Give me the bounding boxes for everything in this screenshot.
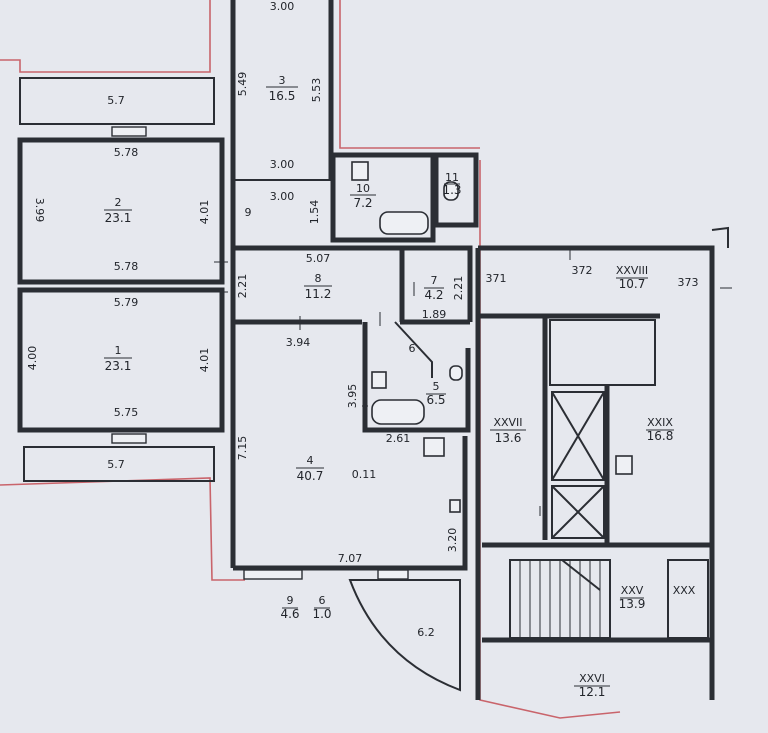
room-1-number: 1 xyxy=(115,344,122,357)
dim-r2-right: 4.01 xyxy=(198,200,211,225)
dim-mid-3-00-a: 3.00 xyxy=(270,158,295,171)
stove-icon xyxy=(423,437,445,457)
window-icon xyxy=(243,569,303,580)
dim-2-21-a: 2.21 xyxy=(236,274,249,299)
loggia xyxy=(348,579,461,692)
staircase xyxy=(509,559,709,639)
window-icon xyxy=(111,126,147,137)
common-area-walls xyxy=(475,226,729,700)
room-11-number: 11 xyxy=(445,171,459,184)
dim-2-21-b: 2.21 xyxy=(452,276,465,301)
room-2-number: 2 xyxy=(115,196,122,209)
room-labels: 3 16.5 10 7.2 11 1.3 2 23.1 1 23.1 8 11.… xyxy=(105,74,696,699)
room-xxv-area: 13.9 xyxy=(619,597,646,611)
room-xxix-area: 16.8 xyxy=(647,429,674,443)
fraction-bars xyxy=(104,86,674,687)
bathtub-icon xyxy=(371,399,425,425)
dim-r4-right: 3.20 xyxy=(446,528,459,553)
room-3-area: 16.5 xyxy=(269,89,296,103)
dim-r4-top: 3.94 xyxy=(286,336,311,349)
window-icon xyxy=(377,569,409,580)
dim-balcony-6-2: 6.2 xyxy=(417,626,435,639)
dim-r5-bottom: 2.61 xyxy=(386,432,411,445)
dim-right-5-53: 5.53 xyxy=(310,78,323,103)
room-1-walls xyxy=(17,287,225,444)
room-10-number: 10 xyxy=(356,182,370,195)
dim-r1-bottom: 5.75 xyxy=(114,406,139,419)
hall-walls xyxy=(230,245,473,568)
dim-r8-top: 5.07 xyxy=(306,252,331,265)
sink-icon xyxy=(371,371,387,389)
room-xxvii-area: 13.6 xyxy=(495,431,522,445)
dim-r4-left: 7.15 xyxy=(236,436,249,461)
room-xxvi-number: XXVI xyxy=(579,672,605,685)
balcony-9-area: 4.6 xyxy=(280,607,299,621)
top-balcony xyxy=(19,77,215,125)
room-2-walls xyxy=(17,126,225,285)
dim-r5-left: 3.95 xyxy=(346,384,359,409)
room-7-number: 7 xyxy=(431,274,438,287)
sink-icon xyxy=(351,161,369,181)
bottom-balcony xyxy=(23,446,215,482)
dim-r2-bottom: 5.78 xyxy=(114,260,139,273)
dim-r4-mid: 0.11 xyxy=(352,468,377,481)
toilet-icon xyxy=(443,181,459,201)
dimension-ticks xyxy=(214,248,732,516)
toilet-icon xyxy=(449,365,463,381)
code-372: 372 xyxy=(572,264,593,277)
balcony-6-area: 1.0 xyxy=(312,607,331,621)
bath-block-walls xyxy=(330,152,479,243)
bathtub-icon xyxy=(379,211,429,235)
balcony-9-number: 9 xyxy=(287,594,294,607)
code-371: 371 xyxy=(486,272,507,285)
room-xxvii-number: XXVII xyxy=(493,416,522,429)
room-xxviii-number: XXVIII xyxy=(616,264,648,277)
dim-small-9: 9 xyxy=(245,206,252,219)
dim-bottom-5-7: 5.7 xyxy=(107,458,125,471)
code-373: 373 xyxy=(678,276,699,289)
room-8-number: 8 xyxy=(315,272,322,285)
room-xxx-number: XXX xyxy=(673,584,696,597)
sink-icon xyxy=(449,499,461,513)
dim-r1-right: 4.01 xyxy=(198,348,211,373)
room-1-area: 23.1 xyxy=(105,359,132,373)
room-4-number: 4 xyxy=(307,454,314,467)
balcony-6-number: 6 xyxy=(319,594,326,607)
dim-r2-left: 3.99 xyxy=(33,198,46,223)
dim-r2-top: 5.78 xyxy=(114,146,139,159)
room-4-area: 40.7 xyxy=(297,469,324,483)
room-xxvi-area: 12.1 xyxy=(579,685,606,699)
room-xxv-number: XXV xyxy=(621,584,644,597)
room-8-area: 11.2 xyxy=(305,287,332,301)
dim-mid-3-00-b: 3.00 xyxy=(270,190,295,203)
room-2-area: 23.1 xyxy=(105,211,132,225)
dim-r1-top: 5.79 xyxy=(114,296,139,309)
dim-top-3-00: 3.00 xyxy=(270,0,295,13)
room-5-number: 5 xyxy=(433,380,440,393)
dim-left-5-49: 5.49 xyxy=(236,72,249,97)
dim-r4-bottom: 7.07 xyxy=(338,552,363,565)
bath-5-walls xyxy=(362,321,471,433)
room-3-walls xyxy=(230,0,334,248)
room-7-area: 4.2 xyxy=(424,288,443,302)
dim-r1-left: 4.00 xyxy=(26,346,39,371)
room-6-number: 6 xyxy=(409,342,416,355)
dim-1-54: 1.54 xyxy=(308,200,321,225)
room-11-area: 1.3 xyxy=(442,183,461,197)
room-5-area: 6.5 xyxy=(426,393,445,407)
room-10-area: 7.2 xyxy=(353,196,372,210)
dim-top-5-7: 5.7 xyxy=(107,94,125,107)
window-icon xyxy=(111,433,147,444)
room-xxix-number: XXIX xyxy=(647,416,673,429)
dimension-labels: 3.00 5.49 5.53 3.00 3.00 9 1.54 5.7 5.78… xyxy=(26,0,699,639)
room-3-number: 3 xyxy=(279,74,286,87)
room-xxviii-area: 10.7 xyxy=(619,277,646,291)
dim-r7-bottom: 1.89 xyxy=(422,308,447,321)
